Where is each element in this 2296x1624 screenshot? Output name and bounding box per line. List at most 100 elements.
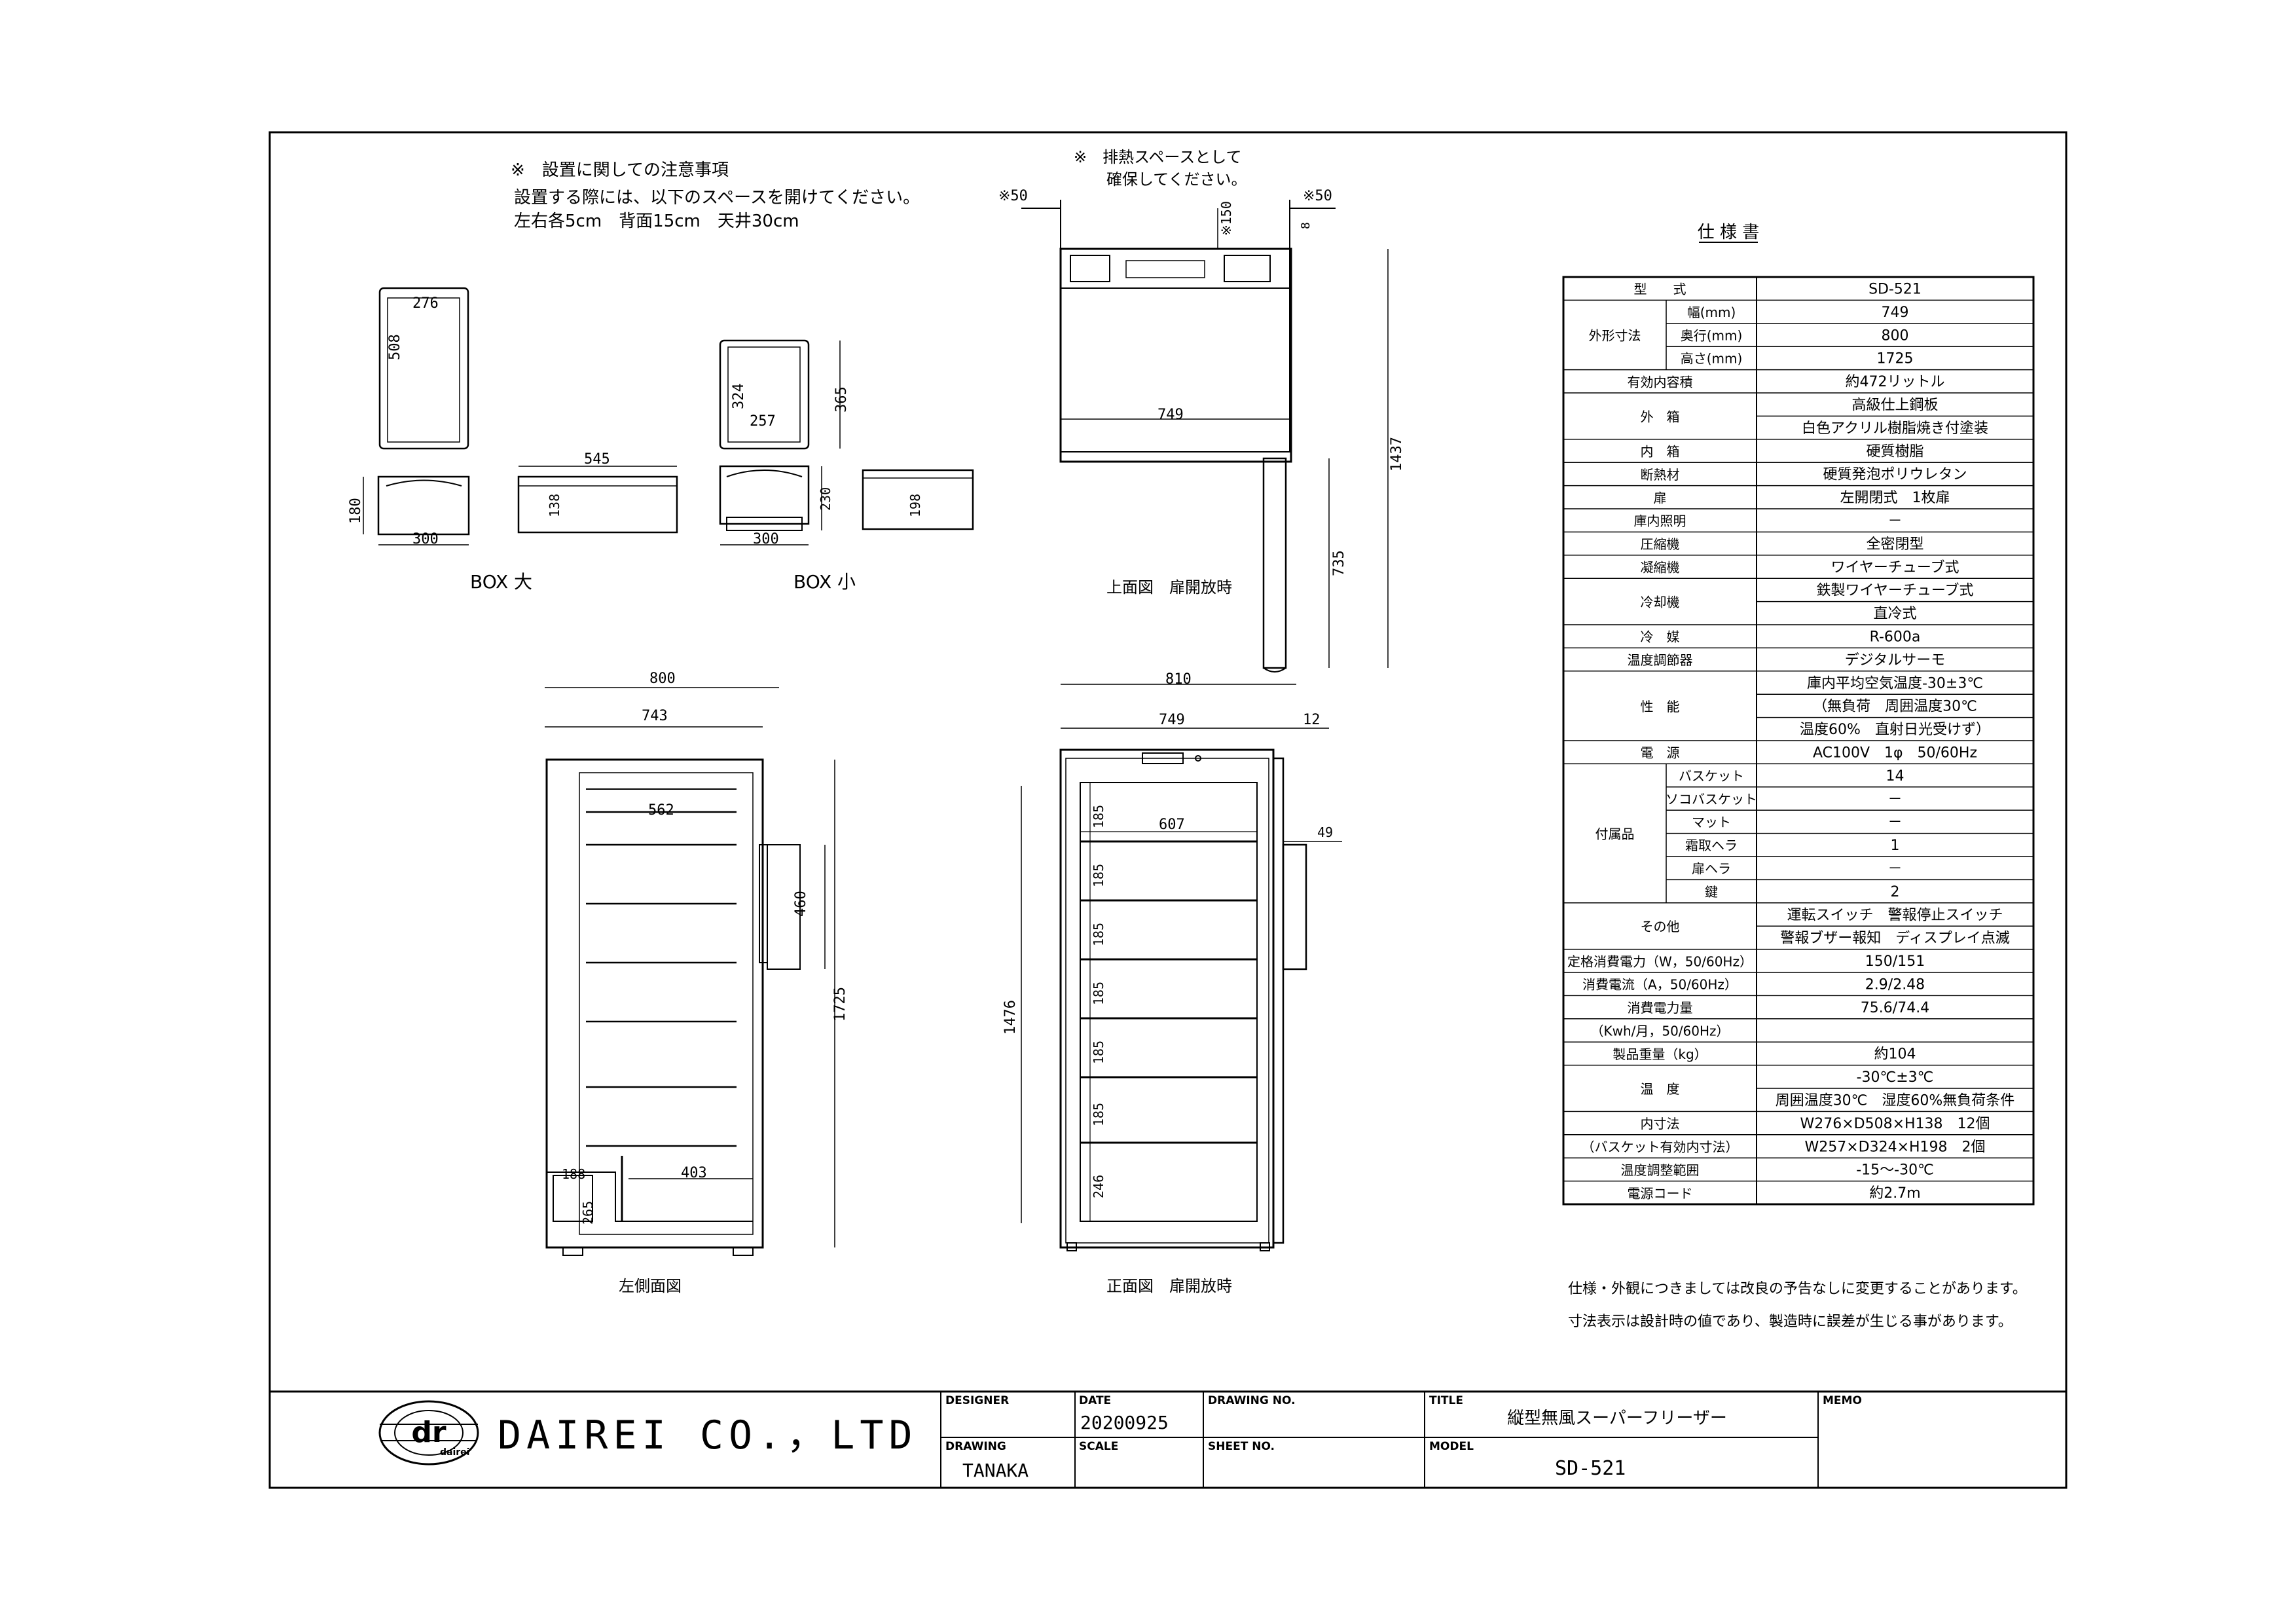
model-label: MODEL [1429, 1440, 1474, 1453]
box-large-caption: BOX 大 [470, 571, 532, 593]
side-depth-inner: 743 [642, 708, 668, 724]
top-left-clearance: ※50 [998, 188, 1028, 204]
spec-value: 1 [1891, 838, 1900, 854]
spec-value: AC100V 1φ 50/60Hz [1813, 745, 1977, 761]
model-value: SD-521 [1555, 1457, 1626, 1480]
spec-value: 1725 [1877, 351, 1914, 367]
spec-value: 運転スイッチ 警報停止スイッチ [1787, 907, 2003, 923]
drawing-value: TANAKA [962, 1460, 1029, 1481]
spec-label: 扉 [1654, 490, 1667, 506]
spec-sublabel: 扉ヘラ [1692, 860, 1731, 876]
side-handle-height: 460 [793, 891, 809, 917]
spec-label: 断熱材 [1641, 467, 1680, 483]
spec-label: 型 式 [1634, 282, 1686, 297]
spec-value: － [1887, 791, 1902, 807]
spec-value: 温度60% 直射日光受けず） [1800, 722, 1990, 738]
top-cabinet [1059, 248, 1292, 463]
company-name: DAIREI CO.，LTD [498, 1412, 918, 1458]
top-rear-clearance: ※150 [1218, 201, 1234, 236]
spec-label: 温 度 [1641, 1081, 1680, 1097]
spec-label: （バスケット有効内寸法） [1582, 1139, 1739, 1155]
spec-label: 温度調節器 [1628, 652, 1693, 668]
spec-value: 75.6/74.4 [1861, 1000, 1929, 1016]
top-open-door [1262, 457, 1287, 669]
front-pitch-5: 185 [1091, 1041, 1106, 1064]
drawing-no-label: DRAWING NO. [1208, 1394, 1296, 1407]
spec-label: 定格消費電力（W，50/60Hz） [1567, 953, 1753, 969]
exhaust-note-line1: ※ 排熱スペースとして [1074, 148, 1242, 166]
spec-label: その他 [1641, 919, 1680, 934]
spec-value: 鉄製ワイヤーチューブ式 [1816, 583, 1973, 599]
logo-sub: dairei [440, 1447, 469, 1458]
date-value: 20200925 [1080, 1412, 1169, 1433]
front-pitch-4: 185 [1091, 982, 1106, 1005]
top-view: ※50 ※50 ※150 8 749 735 1437 810 上面図 扉開放時 [998, 188, 1405, 688]
spec-value: 硬質発泡ポリウレタン [1823, 467, 1967, 483]
box-small-inner-width: 257 [750, 413, 776, 430]
box-small-drawing: 257 324 365 230 300 198 BOX 小 [719, 339, 974, 593]
spec-sublabel: ソコバスケット [1666, 791, 1757, 807]
logo-mark: dr [411, 1416, 446, 1449]
box-large-drawing: 276 508 180 300 545 138 BOX 大 [348, 287, 678, 593]
spec-sublabel: バスケット [1679, 768, 1744, 784]
install-note-line1: 設置する際には、以下のスペースを開けてください。 [514, 188, 920, 208]
box-small-bottom-width: 300 [753, 531, 779, 547]
sheet-no-label: SHEET NO. [1208, 1440, 1275, 1453]
spec-value: 左開閉式 1枚扉 [1840, 490, 1950, 506]
spec-footnote-1: 仕様・外観につきましては改良の予告なしに変更することがあります。 [1568, 1281, 2027, 1297]
spec-label: 付属品 [1595, 826, 1635, 842]
front-pitch-3: 185 [1091, 923, 1106, 946]
front-view: 749 12 607 185 185 185 185 185 185 246 1… [1002, 712, 1342, 1295]
scale-label: SCALE [1079, 1440, 1118, 1453]
spec-sublabel: マット [1692, 815, 1731, 830]
spec-value: 庫内平均空気温度-30±3℃ [1807, 675, 1983, 692]
spec-label: 電源コード [1628, 1185, 1693, 1201]
spec-value: （無負荷 周囲温度30℃ [1813, 699, 1977, 715]
spec-label: 有効内容積 [1628, 374, 1693, 390]
spec-footnote-2: 寸法表示は設計時の値であり、製造時に誤差が生じる事があります。 [1568, 1314, 2013, 1330]
side-depth: 800 [649, 671, 676, 687]
side-comp-height: 265 [580, 1201, 596, 1225]
top-right-clearance: ※50 [1303, 188, 1332, 204]
front-handle-projection: 49 [1317, 824, 1333, 840]
spec-value: 約104 [1874, 1046, 1916, 1063]
spec-value: － [1887, 860, 1902, 877]
top-total-width: 810 [1165, 671, 1192, 688]
spec-value: 直冷式 [1873, 606, 1916, 622]
spec-value: W257×D324×H198 2個 [1804, 1139, 1985, 1155]
spec-label: 庫内照明 [1634, 513, 1686, 529]
front-width: 749 [1159, 712, 1185, 728]
spec-value: 硬質樹脂 [1866, 443, 1923, 460]
front-inner-height: 1476 [1002, 1000, 1019, 1035]
spec-value: SD-521 [1868, 281, 1922, 297]
side-comp-depth: 403 [681, 1165, 707, 1181]
spec-label: 電 源 [1641, 745, 1680, 761]
front-pitch-2: 185 [1091, 864, 1106, 887]
company-logo: dr dairei [378, 1400, 479, 1466]
spec-value: 2 [1891, 884, 1900, 900]
spec-label: 内 箱 [1641, 444, 1680, 460]
spec-label: 圧縮機 [1641, 536, 1680, 552]
title-value: 縦型無風スーパーフリーザー [1507, 1409, 1727, 1428]
exhaust-note-line2: 確保してください。 [1106, 170, 1247, 189]
box-large-inner-depth: 508 [387, 334, 403, 360]
spec-value: 800 [1882, 327, 1909, 344]
front-view-caption: 正面図 扉開放時 [1106, 1277, 1232, 1295]
spec-label: 製品重量（kg） [1613, 1046, 1707, 1062]
spec-label: 内寸法 [1641, 1116, 1680, 1132]
spec-value: -30℃±3℃ [1857, 1069, 1934, 1086]
spec-label: （Kwh/月，50/60Hz） [1590, 1024, 1729, 1039]
box-large-side-length: 545 [584, 451, 610, 468]
box-small-inner-depth: 324 [731, 383, 747, 409]
spec-value: 約2.7m [1869, 1185, 1920, 1202]
spec-value: 周囲温度30℃ 湿度60%無負荷条件 [1776, 1092, 2015, 1109]
spec-sublabel: 奥行(mm) [1681, 327, 1743, 343]
installation-notes: ※ 設置に関しての注意事項 設置する際には、以下のスペースを開けてください。 左… [511, 160, 920, 231]
spec-value: 警報ブザー報知 ディスプレイ点滅 [1780, 931, 2009, 947]
front-right-small: 12 [1303, 712, 1321, 728]
spec-label: 温度調整範囲 [1621, 1162, 1700, 1178]
box-large-side-height: 138 [547, 494, 562, 517]
install-note-title: ※ 設置に関しての注意事項 [511, 160, 729, 180]
title-block: dr dairei DAIREI CO.，LTD DESIGNER DATE 2… [270, 1390, 2066, 1488]
